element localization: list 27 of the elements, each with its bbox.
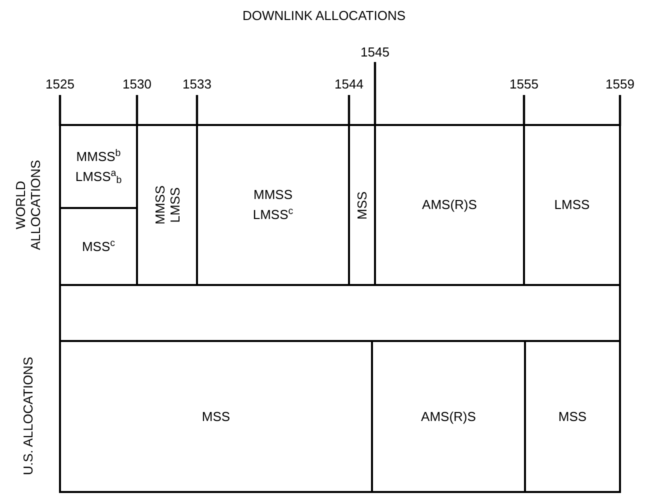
- frequency-label: 1545: [360, 44, 390, 60]
- allocation-cell: [59, 340, 373, 493]
- row-label: U.S. ALLOCATIONS: [20, 356, 36, 476]
- band-label: MSS: [558, 408, 587, 426]
- frequency-label: 1525: [46, 76, 74, 92]
- row-label: WORLD ALLOCATIONS: [13, 160, 43, 250]
- band-label: MMSS: [254, 186, 292, 204]
- allocation-cell: [524, 340, 621, 493]
- band-label: AMS(R)S: [421, 408, 476, 426]
- band-label: MSS: [202, 408, 230, 426]
- frequency-label: 1559: [606, 76, 634, 92]
- band-label: LMSS$^{c}$: [252, 205, 294, 224]
- band-label: LMSS: [554, 196, 590, 214]
- band-label: MMSS$^{b}$: [76, 146, 121, 166]
- band-label: MMSS: [152, 186, 167, 224]
- band-label: MSS$^{c}$: [82, 236, 116, 256]
- frequency-label: 1544: [334, 76, 364, 92]
- frequency-label: 1533: [182, 76, 212, 92]
- band-label: LMSS: [167, 187, 182, 223]
- diagram-title: DOWNLINK ALLOCATIONS: [241, 7, 406, 25]
- band-label: AMS(R)S: [422, 196, 477, 214]
- frequency-label: 1530: [122, 76, 152, 92]
- frequency-label: 1555: [510, 76, 538, 92]
- allocation-cell: [523, 124, 621, 286]
- empty-band: [59, 284, 621, 342]
- band-label: MSS: [354, 190, 370, 220]
- allocation-cell: [59, 124, 138, 209]
